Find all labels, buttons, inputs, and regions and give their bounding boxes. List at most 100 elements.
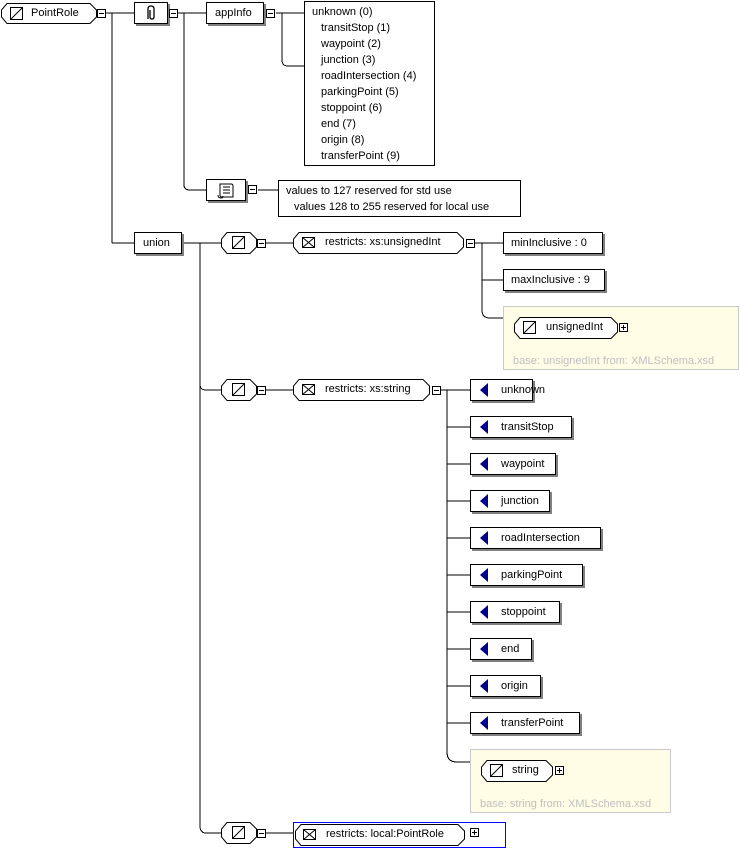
enumeration-marker-icon bbox=[480, 679, 488, 693]
documentation-collapse-toggle[interactable] bbox=[248, 185, 257, 194]
simpletype-icon bbox=[232, 383, 245, 396]
enumeration-item[interactable]: roadIntersection bbox=[470, 527, 601, 549]
restriction-icon bbox=[303, 829, 316, 840]
enumeration-label: transitStop bbox=[501, 421, 554, 433]
restriction1-label: restricts: xs:unsignedInt bbox=[325, 236, 441, 248]
anonymous-simpletype-node-3[interactable] bbox=[221, 822, 257, 844]
base-unsignedint-node[interactable]: unsignedInt bbox=[514, 317, 618, 339]
enumeration-marker-icon bbox=[480, 642, 488, 656]
enumeration-item[interactable]: end bbox=[470, 638, 532, 660]
appinfo-line: end (7) bbox=[321, 118, 356, 130]
appinfo-node[interactable]: appInfo bbox=[206, 2, 264, 24]
simpletype-icon bbox=[232, 236, 245, 249]
enumeration-label: junction bbox=[501, 495, 539, 507]
base-string-expand-toggle[interactable] bbox=[555, 766, 564, 775]
restriction2-label: restricts: xs:string bbox=[325, 383, 411, 395]
enumeration-label: origin bbox=[501, 680, 528, 692]
root-simpletype-node[interactable]: PointRole bbox=[1, 3, 97, 24]
union-label: union bbox=[143, 237, 170, 249]
restriction3-label: restricts: local:PointRole bbox=[326, 828, 444, 840]
enumeration-marker-icon bbox=[480, 383, 488, 397]
enumeration-marker-icon bbox=[480, 494, 488, 508]
enumeration-marker-icon bbox=[480, 457, 488, 471]
appinfo-line: parkingPoint (5) bbox=[321, 86, 399, 98]
simpletype-icon bbox=[490, 764, 503, 777]
appinfo-line: junction (3) bbox=[321, 54, 376, 66]
enumeration-label: waypoint bbox=[501, 458, 545, 470]
enumeration-item[interactable]: waypoint bbox=[470, 453, 556, 475]
enumeration-label: stoppoint bbox=[501, 606, 546, 618]
base-string-node[interactable]: string bbox=[481, 760, 553, 782]
enumeration-label: parkingPoint bbox=[501, 569, 563, 581]
restriction-unsignedint-node[interactable]: restricts: xs:unsignedInt bbox=[293, 232, 464, 254]
enumeration-item[interactable]: origin bbox=[470, 675, 541, 697]
simpletype2-collapse-toggle[interactable] bbox=[257, 386, 266, 395]
appinfo-line: origin (8) bbox=[321, 134, 365, 146]
octagon-frame bbox=[514, 317, 618, 339]
restriction1-collapse-toggle[interactable] bbox=[466, 239, 475, 248]
enumeration-item[interactable]: transferPoint bbox=[470, 712, 580, 734]
documentation-line-2: values 128 to 255 reserved for local use bbox=[294, 201, 490, 213]
restriction2-collapse-toggle[interactable] bbox=[432, 386, 441, 395]
octagon-frame bbox=[293, 232, 464, 254]
base-unsignedint-expand-toggle[interactable] bbox=[619, 323, 628, 332]
base-unsignedint-label: unsignedInt bbox=[546, 321, 603, 333]
simpletype1-collapse-toggle[interactable] bbox=[257, 239, 266, 248]
documentation-content: values to 127 reserved for std use value… bbox=[278, 180, 521, 217]
base-unsignedint-caption: base: unsignedInt from: XMLSchema.xsd bbox=[513, 355, 715, 367]
appinfo-content: unknown (0) transitStop (1) waypoint (2) ju… bbox=[304, 1, 435, 166]
annotation-icon bbox=[147, 5, 155, 20]
facet-maxinclusive[interactable]: maxInclusive : 9 bbox=[503, 269, 605, 291]
documentation-line-1: values to 127 reserved for std use bbox=[286, 185, 452, 197]
enumeration-marker-icon bbox=[480, 568, 488, 582]
enumeration-item[interactable]: transitStop bbox=[470, 416, 572, 438]
enumeration-marker-icon bbox=[480, 605, 488, 619]
appinfo-line: unknown (0) bbox=[312, 6, 373, 18]
enumeration-label: unknown bbox=[501, 384, 546, 396]
annotation-collapse-toggle[interactable] bbox=[169, 9, 178, 18]
base-string-label: string bbox=[512, 764, 539, 776]
restriction-icon bbox=[302, 237, 315, 248]
anonymous-simpletype-node-1[interactable] bbox=[221, 232, 257, 254]
octagon-frame bbox=[295, 824, 465, 846]
restriction-string-node[interactable]: restricts: xs:string bbox=[293, 379, 430, 401]
appinfo-line: transitStop (1) bbox=[321, 22, 391, 34]
anonymous-simpletype-node-2[interactable] bbox=[221, 379, 257, 401]
base-string-note: string base: string from: XMLSchema.xsd bbox=[470, 749, 671, 813]
documentation-icon bbox=[217, 183, 234, 199]
restriction3-expand-toggle[interactable] bbox=[470, 828, 479, 837]
simpletype3-collapse-toggle[interactable] bbox=[257, 829, 266, 838]
appinfo-line: stoppoint (6) bbox=[321, 102, 383, 114]
union-node[interactable]: union bbox=[134, 232, 182, 254]
appinfo-line: roadIntersection (4) bbox=[321, 70, 417, 82]
root-collapse-toggle[interactable] bbox=[97, 9, 106, 18]
facet-mininclusive-label: minInclusive : 0 bbox=[511, 237, 587, 249]
documentation-node[interactable] bbox=[206, 179, 246, 201]
simpletype-icon bbox=[10, 7, 23, 20]
restriction-pointrole-node[interactable]: restricts: local:PointRole bbox=[293, 822, 506, 848]
facet-mininclusive[interactable]: minInclusive : 0 bbox=[503, 232, 603, 254]
enumeration-label: transferPoint bbox=[501, 717, 564, 729]
enumeration-item[interactable]: junction bbox=[470, 490, 550, 512]
enumeration-marker-icon bbox=[480, 420, 488, 434]
appinfo-label: appInfo bbox=[215, 7, 252, 19]
enumeration-item[interactable]: unknown bbox=[470, 379, 545, 401]
enumeration-marker-icon bbox=[480, 531, 488, 545]
annotation-node[interactable] bbox=[134, 2, 168, 24]
octagon-frame bbox=[1, 3, 97, 24]
base-string-caption: base: string from: XMLSchema.xsd bbox=[480, 798, 652, 810]
enumeration-marker-icon bbox=[480, 716, 488, 730]
appinfo-line: transferPoint (9) bbox=[321, 150, 400, 162]
enumeration-label: end bbox=[501, 643, 520, 655]
enumeration-item[interactable]: parkingPoint bbox=[470, 564, 583, 586]
enumeration-item[interactable]: stoppoint bbox=[470, 601, 560, 623]
base-unsignedint-note: unsignedInt base: unsignedInt from: XMLS… bbox=[503, 306, 739, 370]
simpletype-icon bbox=[232, 826, 245, 839]
facet-maxinclusive-label: maxInclusive : 9 bbox=[511, 274, 590, 286]
enumeration-label: roadIntersection bbox=[501, 532, 580, 544]
restriction-icon bbox=[302, 384, 315, 395]
appinfo-line: waypoint (2) bbox=[321, 38, 381, 50]
appinfo-collapse-toggle[interactable] bbox=[266, 9, 275, 18]
